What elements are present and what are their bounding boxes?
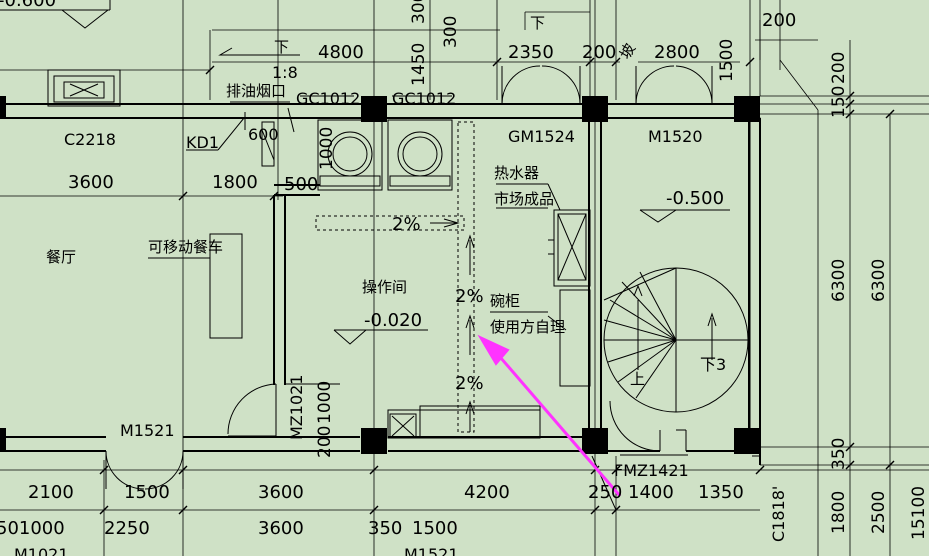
- opening-labels: C2218 KD1 GC1012 GC1012 GM1524 M1520 M15…: [64, 89, 788, 542]
- dim-b1-4200: 4200: [464, 482, 510, 503]
- level-right: -0.500: [666, 188, 724, 209]
- dim-r-350: 350: [829, 438, 849, 470]
- dim-r-15100: 15100: [909, 486, 929, 540]
- label-m1521: M1521: [120, 421, 175, 440]
- drain-arrows: [430, 218, 475, 432]
- dim-top-4800: 4800: [318, 42, 364, 63]
- cupboard: [547, 289, 591, 387]
- dim-top-1450: 1450: [409, 43, 429, 86]
- note-stair-down: 下3: [700, 355, 726, 374]
- dim-kit-1000: 1000: [317, 127, 337, 170]
- window-c1818-frame: [749, 117, 761, 457]
- dim-mz-1000: 1000: [315, 381, 335, 424]
- note-water-heater-sub: 市场成品: [494, 190, 554, 208]
- label-m1520: M1520: [648, 127, 703, 146]
- dim-mz-200: 200: [315, 426, 335, 458]
- dim-top-2350: 2350: [508, 42, 554, 63]
- door-mz1021: [227, 383, 340, 437]
- label-gc1012-b: GC1012: [392, 89, 456, 108]
- note-down-top: 下: [530, 14, 545, 32]
- water-heater-box: [548, 209, 591, 287]
- dim-b2-2250: 2250: [104, 518, 150, 539]
- mobile-cart: [209, 233, 243, 339]
- note-down: 下: [274, 38, 289, 56]
- level-kitchen: -0.020: [364, 310, 422, 331]
- drain-horizontal: [315, 215, 465, 231]
- dim-top-200b: 200: [762, 10, 796, 31]
- right-level-marker: [639, 209, 730, 223]
- label-gc1012-a: GC1012: [296, 89, 360, 108]
- label-gm1524: GM1524: [508, 127, 575, 146]
- washing-machines: [244, 112, 453, 191]
- dim-b1-1350: 1350: [698, 482, 744, 503]
- dim-b1-1400: 1400: [628, 482, 674, 503]
- door-fmz1421: [609, 400, 687, 452]
- level-labels: -0.600 -0.020 -0.500: [0, 0, 724, 331]
- dim-r-2500: 2500: [869, 491, 889, 534]
- room-kitchen: 操作间: [362, 278, 407, 296]
- note-labels: 排油烟口 热水器 市场成品 碗柜 使用方自理 可移动餐车 1:8 下 下 下3 …: [148, 14, 726, 388]
- dim-b2-350: 350: [368, 518, 402, 539]
- note-stair-up: 上: [630, 370, 645, 388]
- door-m1520: [635, 65, 713, 105]
- dim-b1-3600: 3600: [258, 482, 304, 503]
- slope-v2: 2%: [455, 373, 484, 394]
- label-c2218: C2218: [64, 130, 116, 149]
- slope-v1: 2%: [455, 286, 484, 307]
- dim-r-150: 150: [829, 86, 849, 118]
- dim-row1-500: 500: [284, 174, 318, 195]
- dim-top-1500: 1500: [717, 39, 737, 82]
- label-fmz1421: FMZ1421: [614, 461, 689, 480]
- dim-top-2800: 2800: [654, 42, 700, 63]
- dim-r-6300b: 6300: [869, 259, 889, 302]
- dim-top-200a: 200: [582, 42, 616, 63]
- note-water-heater: 热水器: [494, 164, 539, 182]
- dim-r-1800: 1800: [829, 491, 849, 534]
- level-top-left: -0.600: [0, 0, 56, 11]
- dim-bottom-mid: M1521: [404, 545, 459, 556]
- window-c2218-frame: [47, 69, 121, 107]
- spiral-stair: [603, 267, 749, 413]
- dim-b2-501000: 501000: [0, 518, 65, 539]
- kitchen-level-marker: [333, 329, 428, 345]
- leader-lines: [148, 95, 688, 511]
- sink-counter: [387, 405, 541, 439]
- dim-b2-3600: 3600: [258, 518, 304, 539]
- drain-vertical: [457, 121, 475, 433]
- walls: [0, 103, 761, 465]
- highlight-arrow: [477, 334, 622, 497]
- note-cupboard-sub: 使用方自理: [490, 318, 565, 336]
- label-c1818: C1818': [769, 486, 788, 542]
- dimension-ticks: [99, 57, 895, 515]
- room-dining: 餐厅: [46, 248, 76, 266]
- dim-top-300: 300: [409, 0, 429, 24]
- dim-b1-2100: 2100: [28, 482, 74, 503]
- door-m1521: [105, 450, 184, 490]
- dim-row1-1800: 1800: [212, 172, 258, 193]
- note-slope: 1:8: [272, 63, 298, 82]
- slope-h: 2%: [392, 214, 421, 235]
- dim-r-200: 200: [829, 52, 849, 84]
- dim-b1-250: 250: [588, 482, 622, 503]
- ramp-arrow: [218, 47, 300, 56]
- label-kd1: KD1: [186, 133, 219, 152]
- dim-bottom-left: M1021: [14, 545, 69, 556]
- slope-labels: 2% 2% 2%: [392, 214, 484, 394]
- dim-b2-1500: 1500: [412, 518, 458, 539]
- door-gm1524: [501, 65, 581, 105]
- dim-row1-600: 600: [248, 125, 279, 144]
- dim-row1-3600: 3600: [68, 172, 114, 193]
- dim-b1-1500: 1500: [124, 482, 170, 503]
- note-cart: 可移动餐车: [148, 238, 223, 256]
- label-mz1021: MZ1021: [287, 375, 306, 440]
- note-cupboard: 碗柜: [490, 292, 520, 310]
- dim-top-300b: 300: [441, 16, 461, 48]
- note-exhaust: 排油烟口: [226, 82, 286, 100]
- room-labels: 餐厅 操作间: [46, 248, 407, 296]
- dim-r-6300a: 6300: [829, 259, 849, 302]
- top-left-level: [0, 0, 111, 29]
